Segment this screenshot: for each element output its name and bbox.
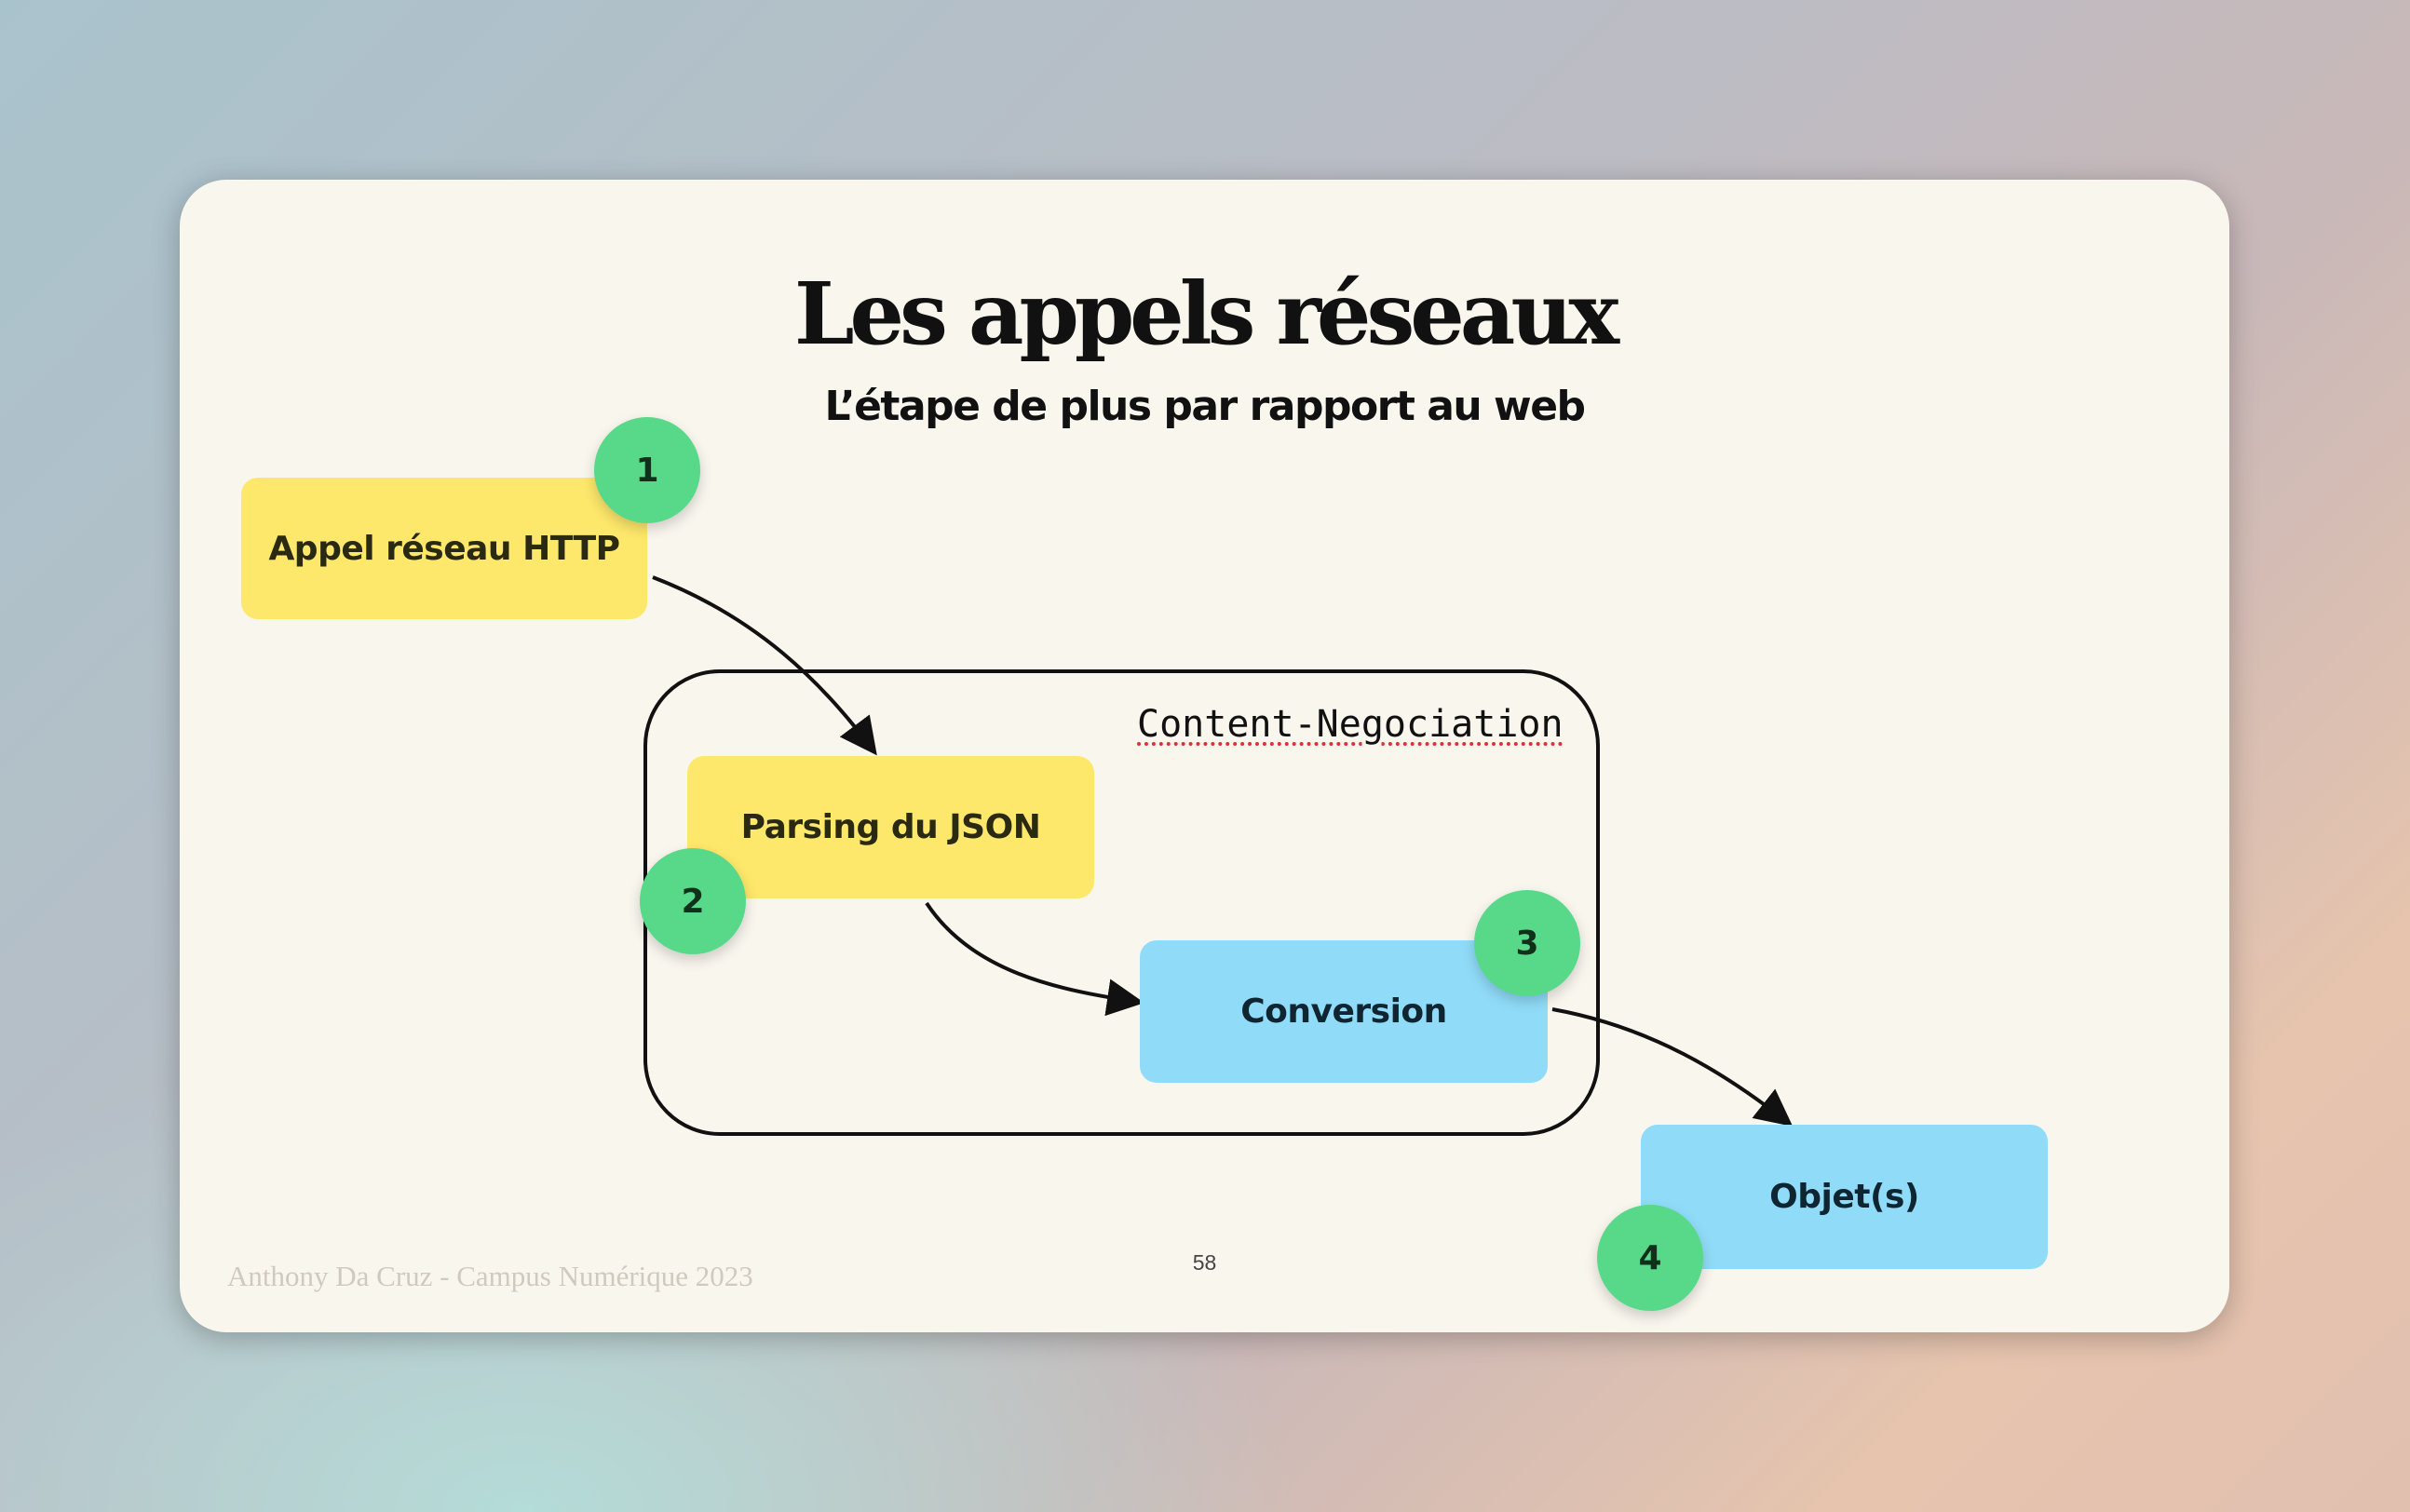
footer-credit: Anthony Da Cruz - Campus Numérique 2023 xyxy=(227,1260,753,1292)
slide-title: Les appels réseaux xyxy=(793,263,1619,364)
content-negociation-label: Content-Negociation xyxy=(1137,703,1564,746)
step-badge-1: 1 xyxy=(594,417,700,523)
arrow-1-to-2 xyxy=(652,575,877,756)
step-box-http-call: Appel réseau HTTP xyxy=(241,478,647,619)
page-number: 58 xyxy=(1192,1250,1217,1275)
slide: Les appels réseaux L’étape de plus par r… xyxy=(180,180,2229,1332)
step-box-objects: Objet(s) xyxy=(1641,1125,2048,1269)
step-box-json-parsing: Parsing du JSON xyxy=(687,756,1094,898)
step-badge-3: 3 xyxy=(1474,890,1580,996)
slide-subtitle: L’étape de plus par rapport au web xyxy=(824,383,1586,430)
arrow-2-to-3 xyxy=(925,901,1144,1017)
arrow-3-to-4 xyxy=(1551,1007,1794,1127)
step-badge-2: 2 xyxy=(640,848,746,954)
step-badge-4: 4 xyxy=(1597,1205,1703,1311)
